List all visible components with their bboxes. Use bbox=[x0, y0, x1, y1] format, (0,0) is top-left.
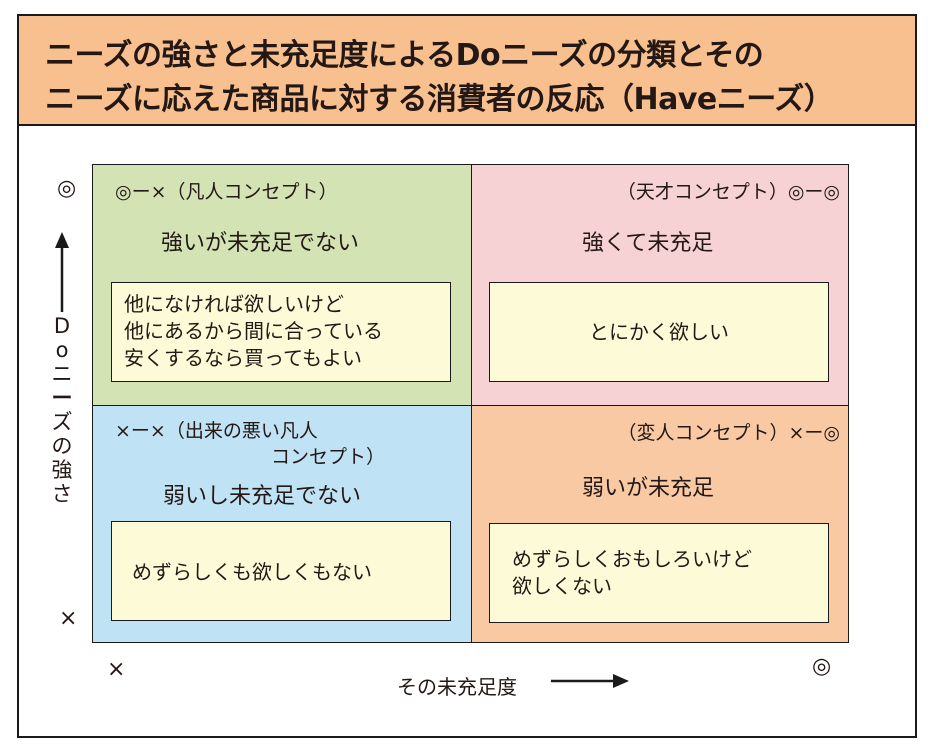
reaction-line: めずらしくも欲しくもない bbox=[132, 560, 372, 584]
y-axis-label-char: 強 bbox=[51, 458, 73, 482]
quadrant-tag: ×ー×（出来の悪い凡人 bbox=[115, 420, 318, 442]
quadrant-title: 弱いが未充足 bbox=[582, 476, 715, 501]
y-axis-arrow bbox=[55, 232, 69, 312]
reaction-box: とにかく欲しい bbox=[489, 282, 829, 382]
reaction-box: 他になければ欲しいけど 他にあるから間に合っている 安くするなら買ってもよい bbox=[111, 282, 451, 382]
y-axis-low-mark: × bbox=[59, 606, 78, 631]
y-axis-label-char: ー bbox=[51, 386, 73, 410]
quadrant-title: 強いが未充足でない bbox=[161, 231, 360, 256]
quadrant-title: 弱いし未充足でない bbox=[163, 484, 362, 509]
reaction-line: 他になければ欲しいけど bbox=[124, 292, 344, 316]
quadrant-bottom-left: ×ー×（出来の悪い凡人 コンセプト） 弱いし未充足でない めずらしくも欲しくもな… bbox=[92, 405, 472, 643]
quadrant-top-left: ◎ー×（凡人コンセプト） 強いが未充足でない 他になければ欲しいけど 他にあるか… bbox=[92, 164, 472, 406]
quadrant-bottom-right: （変人コンセプト）×ー◎ 弱いが未充足 めずらしくおもしろいけど 欲しくない bbox=[471, 405, 849, 643]
y-axis-high-mark: ◎ bbox=[57, 176, 77, 201]
diagram-frame: ニーズの強さと未充足度によるDoニーズの分類とその ニーズに応えた商品に対する消… bbox=[17, 14, 917, 738]
reaction-box: めずらしくも欲しくもない bbox=[111, 521, 451, 621]
reaction-line: 他にあるから間に合っている bbox=[124, 319, 383, 343]
quadrant-tag: （変人コンセプト）×ー◎ bbox=[617, 422, 841, 444]
x-axis-arrow bbox=[551, 674, 629, 688]
quadrant-top-right: （天才コンセプト）◎ー◎ 強くて未充足 とにかく欲しい bbox=[471, 164, 849, 406]
reaction-line: 安くするなら買ってもよい bbox=[124, 346, 362, 370]
quadrant-tag-continued: コンセプト） bbox=[271, 446, 386, 468]
y-axis-label-char: o bbox=[55, 338, 69, 362]
y-axis-label-char: ニ bbox=[51, 362, 73, 386]
reaction-line: 欲しくない bbox=[512, 574, 612, 598]
title-line-2: ニーズに応えた商品に対する消費者の反応（Haveニーズ） bbox=[45, 82, 834, 117]
y-axis-label-char: D bbox=[53, 314, 71, 338]
reaction-line: めずらしくおもしろいけど bbox=[512, 547, 752, 571]
reaction-line: とにかく欲しい bbox=[589, 320, 729, 344]
x-axis-label: その未充足度 bbox=[397, 675, 517, 699]
title-line-1: ニーズの強さと未充足度によるDoニーズの分類とその bbox=[45, 38, 764, 73]
y-axis-label-char: さ bbox=[51, 482, 73, 506]
y-axis-label-char: ズ bbox=[51, 410, 73, 434]
reaction-box: めずらしくおもしろいけど 欲しくない bbox=[489, 523, 829, 623]
quadrant-tag: ◎ー×（凡人コンセプト） bbox=[115, 181, 338, 203]
x-axis-low-mark: × bbox=[107, 657, 126, 682]
quadrant-title: 強くて未充足 bbox=[582, 231, 714, 256]
quadrant-tag: （天才コンセプト）◎ー◎ bbox=[616, 181, 840, 203]
y-axis-label-char: の bbox=[51, 434, 73, 458]
x-axis-high-mark: ◎ bbox=[812, 654, 832, 679]
y-axis-label: D o ニ ー ズ の 強 さ bbox=[49, 314, 75, 506]
title-banner: ニーズの強さと未充足度によるDoニーズの分類とその ニーズに応えた商品に対する消… bbox=[19, 16, 915, 126]
